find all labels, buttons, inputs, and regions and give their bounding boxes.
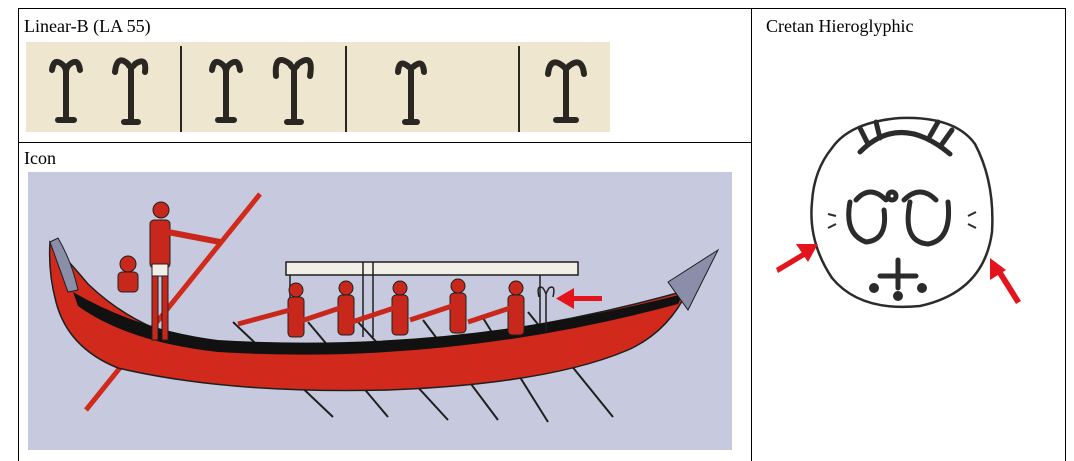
seated-figure	[118, 256, 138, 292]
cretan-seal-image	[770, 92, 1030, 312]
icon-caption: Icon	[24, 148, 56, 168]
parchment-background	[26, 42, 610, 132]
red-arrow-left	[776, 244, 818, 273]
table-divider-horizontal	[18, 142, 751, 143]
linear-b-caption: Linear-B (LA 55)	[24, 16, 151, 36]
seal-outline	[811, 118, 992, 307]
table-border-top	[18, 8, 1066, 9]
linear-b-signs-image	[26, 42, 610, 132]
table-divider-vertical	[751, 8, 752, 461]
boat-fresco-image	[28, 172, 732, 450]
table-border-left	[18, 8, 19, 461]
cretan-caption: Cretan Hieroglyphic	[766, 16, 913, 36]
red-arrow-right	[990, 258, 1021, 304]
table-border-right	[1065, 8, 1066, 461]
